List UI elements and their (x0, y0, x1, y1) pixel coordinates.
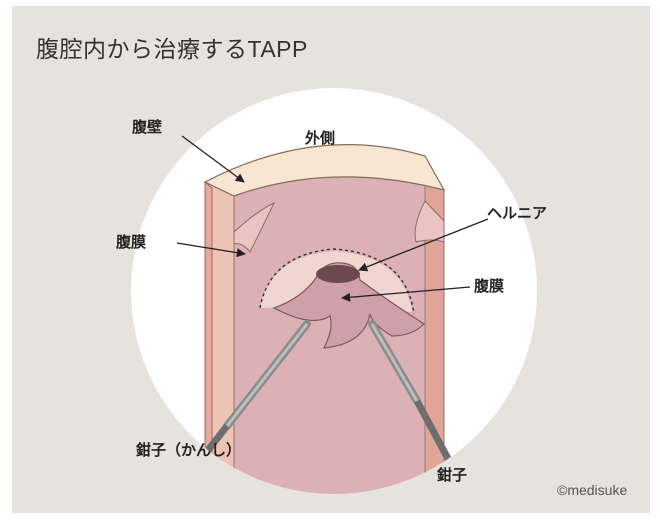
label-peritoneum-left: 腹膜 (116, 233, 146, 251)
label-forceps-right: 鉗子 (437, 466, 467, 484)
label-peritoneum-right: 腹膜 (474, 277, 504, 295)
label-abdominal-wall: 腹壁 (132, 118, 162, 136)
tapp-diagram: 腹壁 外側 ヘルニア 腹膜 腹膜 鉗子（かんし） 鉗子 ©medisuke (12, 6, 650, 513)
label-hernia: ヘルニア (487, 204, 547, 222)
illustration-card: 腹腔内から治療するTAPP (12, 6, 650, 513)
copyright-text: ©medisuke (557, 482, 627, 498)
hernia-opening (316, 265, 360, 283)
label-forceps-left: 鉗子（かんし） (136, 441, 241, 459)
label-outside: 外側 (304, 129, 335, 147)
